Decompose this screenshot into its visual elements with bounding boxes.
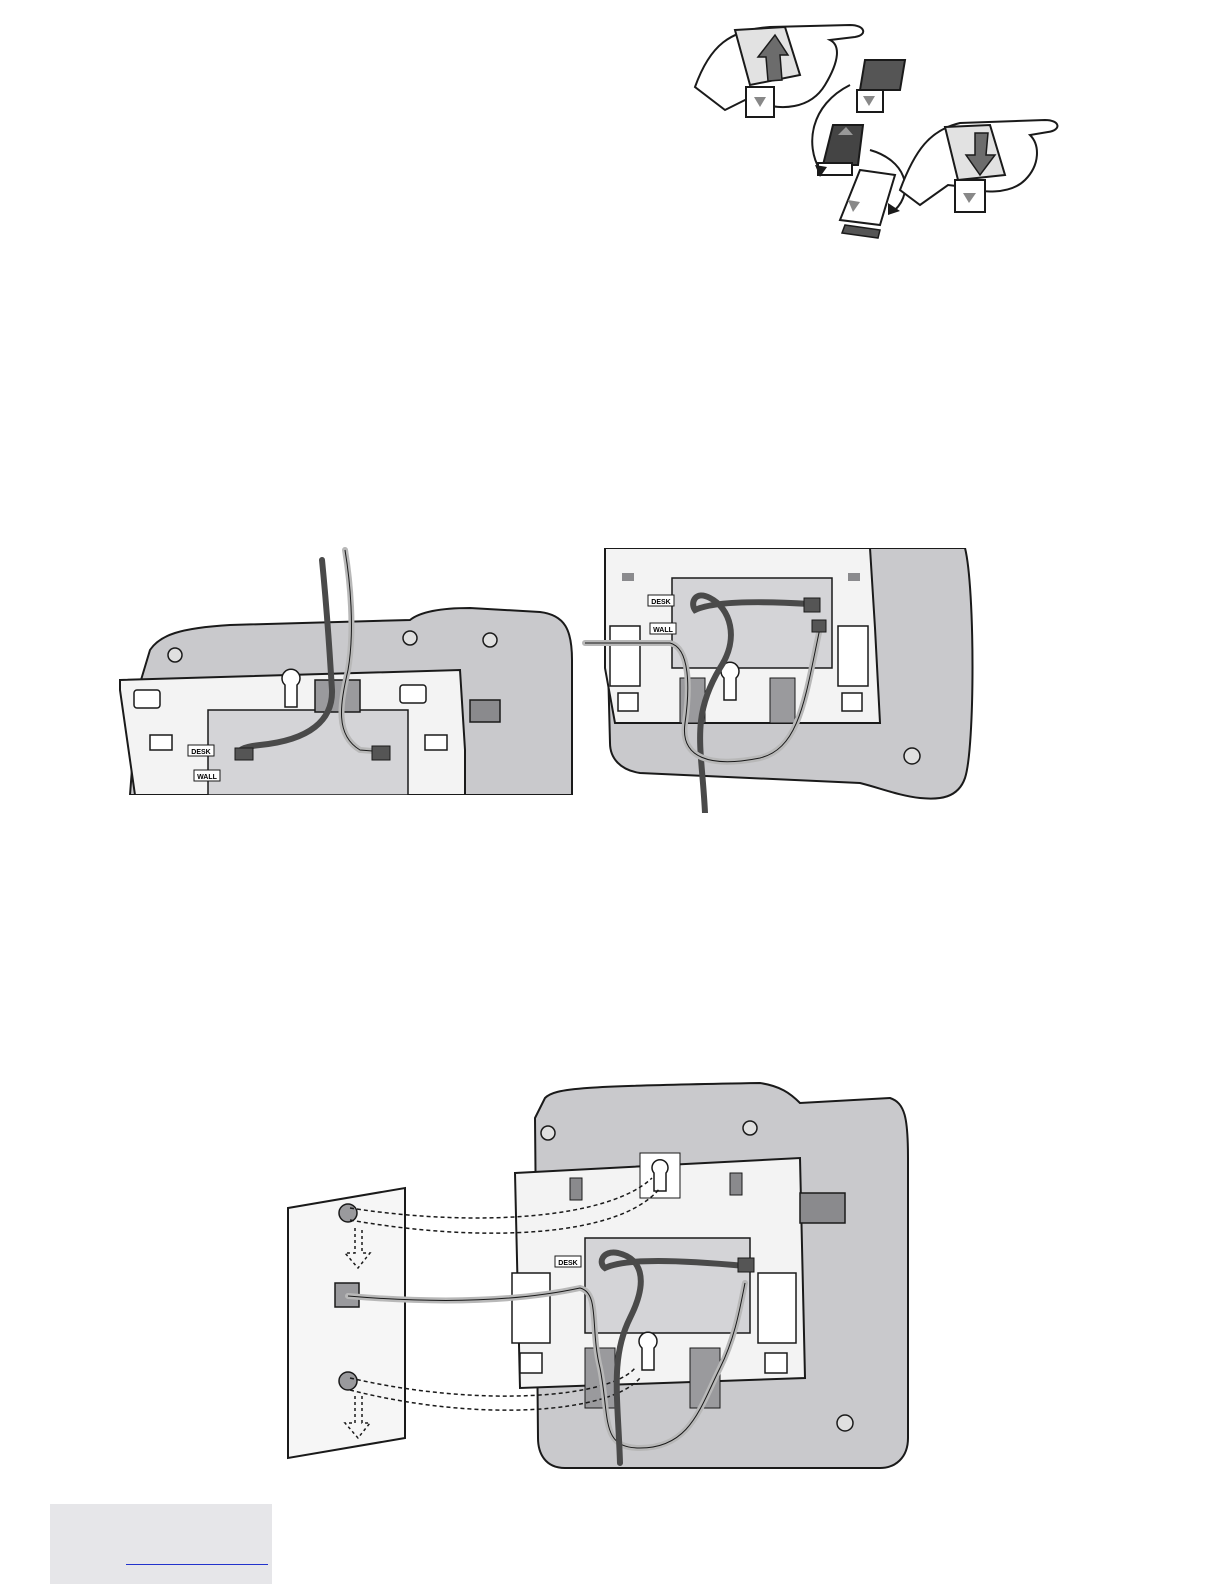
footer-panel xyxy=(50,1504,272,1584)
wall-label: WALL xyxy=(197,774,218,781)
wall-cord-routing-illustration: DESK WALL xyxy=(580,548,975,813)
wall-label: WALL xyxy=(653,627,674,634)
desk-label: DESK xyxy=(651,599,670,606)
bracket-tab-reverse-illustration xyxy=(690,15,1070,245)
desk-label: DESK xyxy=(191,749,210,756)
wall-plate-mounting-illustration: DESK xyxy=(280,1078,910,1473)
desk-cord-routing-illustration: DESK WALL xyxy=(110,540,580,795)
desk-label: DESK xyxy=(558,1260,577,1267)
footer-link[interactable] xyxy=(126,1540,268,1565)
